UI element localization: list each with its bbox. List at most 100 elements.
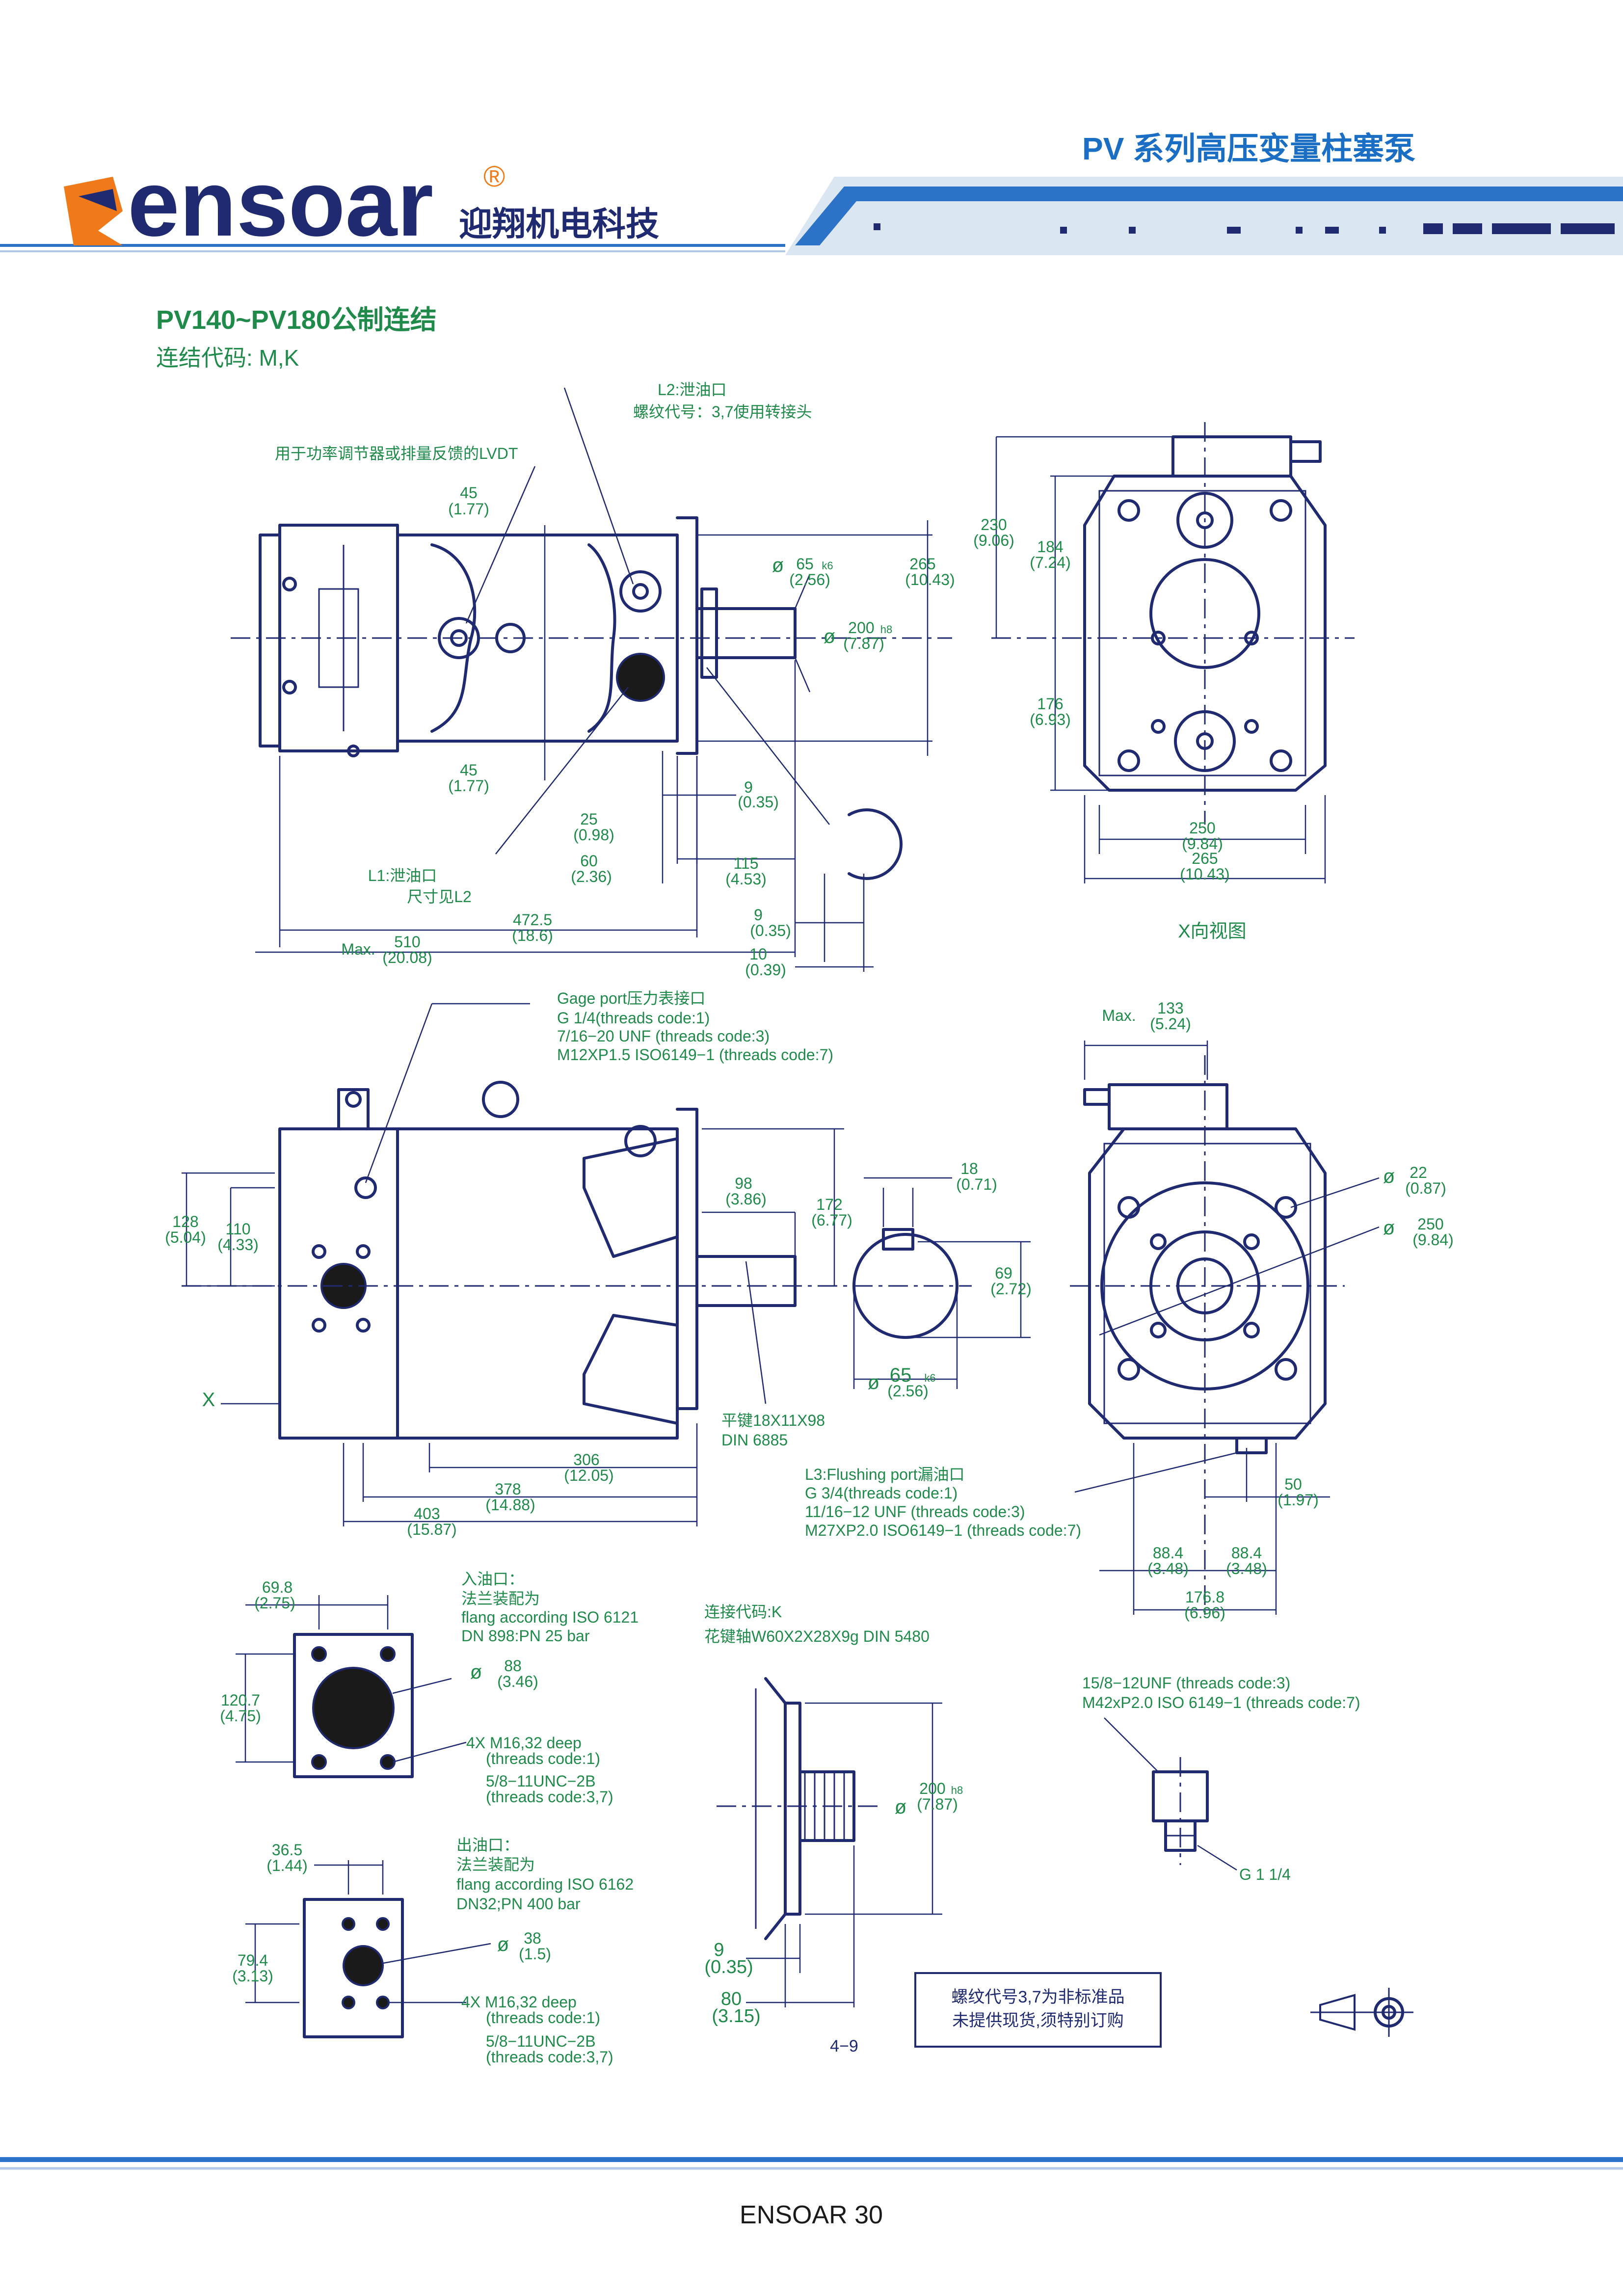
notice-box: 螺纹代号3,7为非标准品 未提供现货,须特别订购 xyxy=(914,1972,1162,2048)
dim-50-in: (1.97) xyxy=(1277,1491,1319,1509)
dim-69: 69 xyxy=(995,1264,1012,1282)
dim-10-in: (0.39) xyxy=(745,961,786,979)
key-standard: DIN 6885 xyxy=(721,1431,788,1449)
x-view-caption: X向视图 xyxy=(1178,921,1246,942)
dim-dia-200-spline: 200 xyxy=(919,1780,945,1797)
inlet-line-1: 法兰装配为 xyxy=(461,1590,540,1607)
page-number: 4−9 xyxy=(830,2037,858,2056)
key-spec: 平键18X11X98 xyxy=(721,1412,825,1429)
dim-max-133: Max. xyxy=(1102,1007,1136,1024)
l3-thread-7: M27XP2.0 ISO6149−1 (threads code:7) xyxy=(805,1522,1081,1539)
dim-306-in: (12.05) xyxy=(564,1467,613,1484)
dim-dia-38-in: (1.5) xyxy=(519,1945,551,1963)
dim-dia-200-in: (7.87) xyxy=(843,635,884,652)
fitting-g-size: G 1 1/4 xyxy=(1239,1866,1291,1883)
dim-45-bottom: 45 xyxy=(460,761,478,779)
dim-184-in: (7.24) xyxy=(1030,554,1071,571)
dim-510-in: (20.08) xyxy=(382,949,432,966)
dim-9-top-in: (0.35) xyxy=(738,793,779,811)
dia-symbol-200-spline: ø xyxy=(895,1796,906,1818)
outlet-bolt-1: 4X M16,32 deep xyxy=(461,1993,577,2011)
dim-110-in: (4.33) xyxy=(217,1236,259,1254)
dim-dia-65-key: 65 xyxy=(890,1364,912,1386)
dim-9-spline: 9 xyxy=(714,1940,724,1960)
gage-port-thread-3: 7/16−20 UNF (threads code:3) xyxy=(557,1027,770,1045)
dim-265-x-in: (10.43) xyxy=(1180,865,1229,883)
dim-dia-200-spline-tol: h8 xyxy=(951,1784,963,1796)
dim-98: 98 xyxy=(735,1175,752,1192)
outlet-bolt-3: 5/8−11UNC−2B xyxy=(486,2032,596,2050)
dim-69-8: 69.8 xyxy=(262,1578,293,1596)
dim-dia-65-key-tol: k6 xyxy=(924,1372,935,1384)
outlet-flange: 36.5 (1.44) 79.4 (3.13) 出油口： 法兰装配为 flang… xyxy=(232,1836,634,2066)
dim-472: 472.5 xyxy=(513,911,552,929)
company-name-cn: 迎翔机电科技 xyxy=(459,206,659,243)
l3-thread-3: 11/16−12 UNF (threads code:3) xyxy=(805,1503,1025,1521)
dim-dia-88-in: (3.46) xyxy=(497,1673,538,1690)
dim-184: 184 xyxy=(1037,538,1063,556)
dim-120-7: 120.7 xyxy=(221,1691,260,1709)
dim-510: 510 xyxy=(394,933,420,951)
dim-dia-22: 22 xyxy=(1410,1164,1427,1181)
dim-472-in: (18.6) xyxy=(512,927,553,944)
footer: ENSOAR 30 xyxy=(0,2157,1623,2229)
l2-drain-title: L2:泄油口 xyxy=(658,381,727,399)
brand-wordmark: ensoar xyxy=(128,152,433,256)
dim-115-in: (4.53) xyxy=(725,870,767,888)
dim-176: 176 xyxy=(1037,695,1063,713)
dim-dia-250: 250 xyxy=(1417,1215,1443,1233)
dim-403: 403 xyxy=(414,1505,440,1522)
dim-265: 265 xyxy=(909,555,935,573)
inlet-bolt-1: 4X M16,32 deep xyxy=(466,1734,582,1752)
inlet-flange: 69.8 (2.75) 120.7 (4.75) 入油口： 法兰装配为 flan… xyxy=(220,1570,639,1806)
dim-60: 60 xyxy=(580,852,598,870)
dim-50: 50 xyxy=(1284,1475,1302,1493)
inlet-bolt-2: (threads code:1) xyxy=(486,1750,600,1767)
dim-80: 80 xyxy=(721,1989,742,2009)
dim-88-right: 88.4 xyxy=(1231,1544,1262,1562)
dim-88-right-in: (3.48) xyxy=(1226,1560,1267,1577)
dim-18: 18 xyxy=(960,1160,978,1177)
inlet-title: 入油口： xyxy=(461,1570,524,1588)
dim-dia-88: 88 xyxy=(504,1657,522,1675)
dim-115: 115 xyxy=(733,854,758,872)
dim-403-in: (15.87) xyxy=(407,1521,456,1538)
dia-symbol-22: ø xyxy=(1383,1166,1395,1187)
outlet-bolt-2: (threads code:1) xyxy=(486,2009,600,2027)
dim-dia-65-in: (2.56) xyxy=(789,571,830,588)
outlet-bolt-4: (threads code:3,7) xyxy=(486,2048,613,2066)
dia-symbol-88: ø xyxy=(470,1661,482,1683)
dim-176-8-in: (6.96) xyxy=(1184,1604,1225,1622)
dia-symbol-250: ø xyxy=(1383,1217,1395,1239)
dim-69-8-in: (2.75) xyxy=(254,1594,295,1612)
fitting-thread-7: M42xP2.0 ISO 6149−1 (threads code:7) xyxy=(1082,1694,1360,1711)
l3-flushing-title: L3:Flushing port漏油口 xyxy=(805,1466,964,1483)
dim-378: 378 xyxy=(495,1480,521,1498)
dim-265-x: 265 xyxy=(1192,850,1218,867)
dim-dia-65-tol: k6 xyxy=(822,560,833,572)
dim-172: 172 xyxy=(816,1196,842,1213)
side-view-2: Gage port压力表接口 G 1/4(threads code:1) 7/1… xyxy=(165,989,1032,1538)
dim-176-in: (6.93) xyxy=(1030,711,1071,728)
projection-symbol-icon xyxy=(1310,1988,1413,2037)
spline-shaft-view: 连接代码:K 花键轴W60X2X28X9g DIN 5480 ø 200 h8 … xyxy=(704,1603,963,2027)
dim-133-in: (5.24) xyxy=(1150,1015,1191,1033)
dim-9-bottom: 9 xyxy=(754,906,763,924)
dim-306: 306 xyxy=(573,1451,599,1468)
dim-18-in: (0.71) xyxy=(956,1175,997,1193)
dim-9-top: 9 xyxy=(744,778,753,796)
adapter-fitting: 15/8−12UNF (threads code:3) M42xP2.0 ISO… xyxy=(1082,1674,1360,1883)
dim-230-in: (9.06) xyxy=(973,532,1014,549)
dim-max-label: Max. xyxy=(341,940,375,958)
dim-172-in: (6.77) xyxy=(811,1211,852,1229)
dim-dia-38: 38 xyxy=(524,1929,541,1947)
dim-9-bottom-in: (0.35) xyxy=(750,922,791,939)
spline-spec: 花键轴W60X2X28X9g DIN 5480 xyxy=(704,1628,930,1645)
gage-port-thread-7: M12XP1.5 ISO6149−1 (threads code:7) xyxy=(557,1046,833,1064)
dim-dia-22-in: (0.87) xyxy=(1405,1179,1446,1197)
dim-98-in: (3.86) xyxy=(725,1190,767,1208)
outlet-line-2: flang according ISO 6162 xyxy=(456,1875,634,1893)
gage-port-title: Gage port压力表接口 xyxy=(557,989,705,1007)
connection-code: 连结代码: M,K xyxy=(156,345,299,371)
